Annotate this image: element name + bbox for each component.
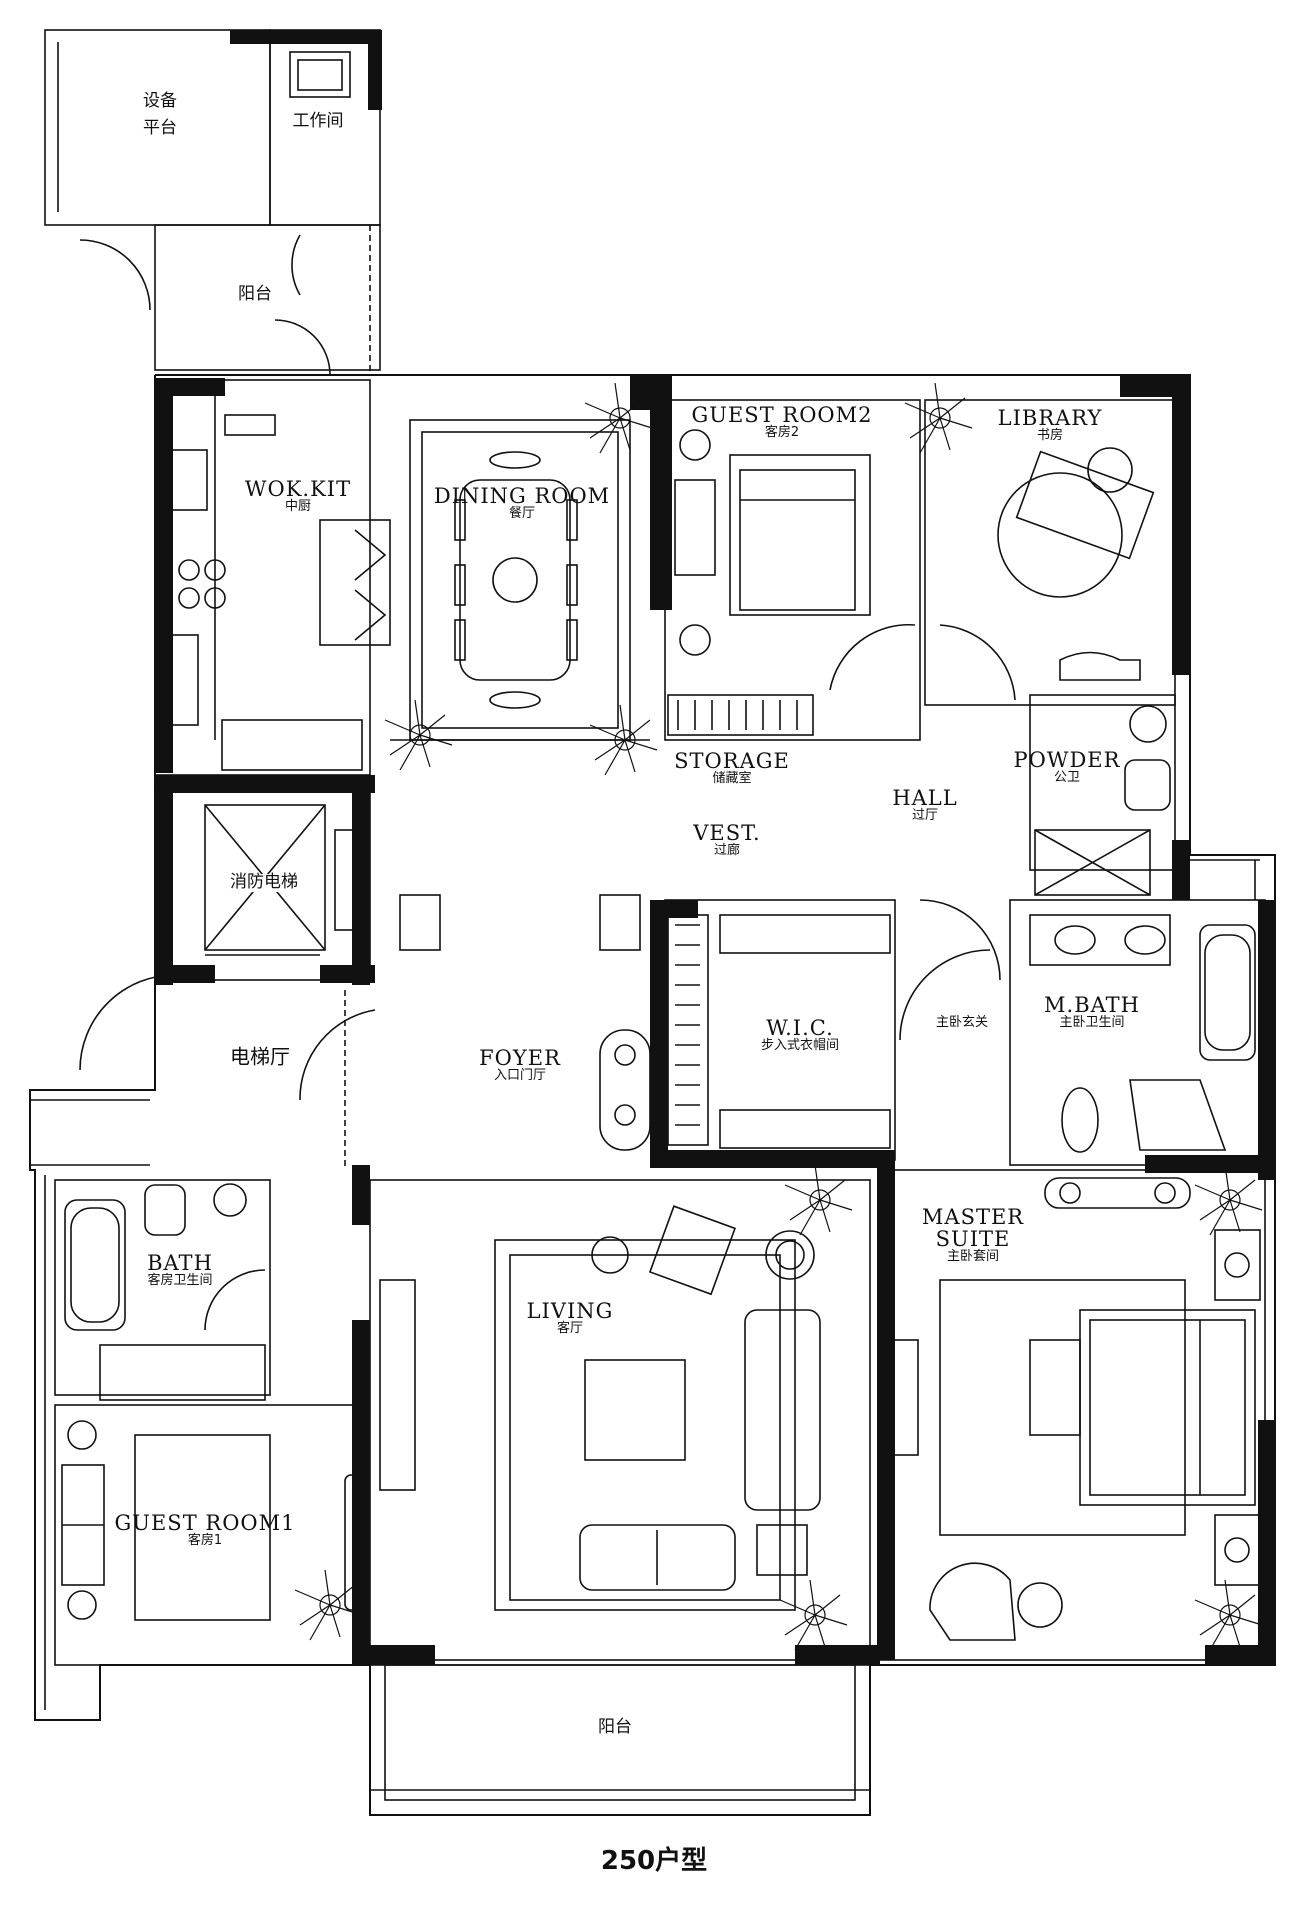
plant-icon [294, 1569, 363, 1641]
master-bath-outline [1009, 899, 1266, 1166]
elevator-outline [154, 789, 371, 981]
plant-icon [1194, 1164, 1263, 1236]
equipment-platform-outline [44, 29, 271, 226]
plant-icon [1194, 1579, 1263, 1651]
plant-icon [589, 704, 658, 776]
plant-icon [784, 1164, 853, 1236]
guest-room2-outline [664, 399, 921, 741]
balcony-bottom-outline [369, 1664, 871, 1816]
plant-icon [584, 382, 653, 454]
plan-caption: 250户型 [600, 1846, 708, 1876]
master-suite-outline [879, 1169, 1266, 1661]
plant-icon [779, 1579, 848, 1651]
bath-outline [54, 1179, 271, 1396]
plant-icon [904, 382, 973, 454]
plant-icon [384, 699, 453, 771]
wic-outline [664, 899, 896, 1161]
balcony-top-outline [154, 224, 381, 371]
kitchen-outline [154, 379, 371, 776]
